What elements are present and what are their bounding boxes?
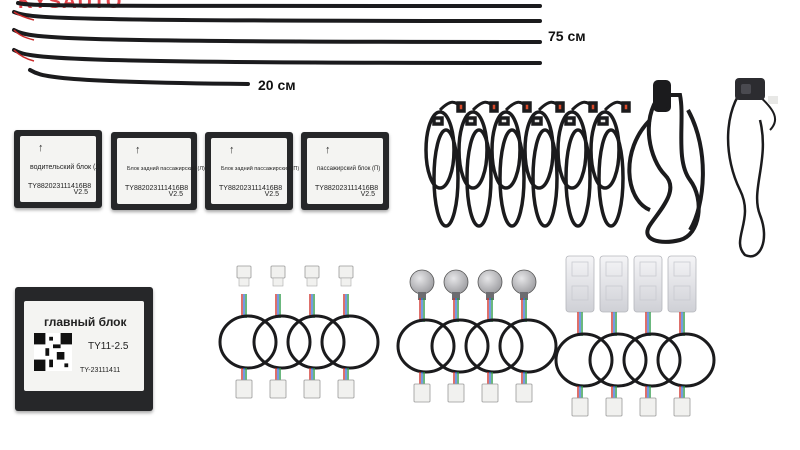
fiber-strip-long [12, 1, 542, 65]
module-version: V2.5 [168, 191, 183, 198]
door-module-rear-right: ↑ Блок задний пассажирский (П) TY8820231… [205, 132, 299, 210]
coiled-harness [589, 100, 631, 228]
module-sticker: ↑ Блок задний пассажирский (П) TY8820231… [211, 138, 299, 204]
qr-code-icon [34, 333, 72, 371]
door-module-driver: ↑ водительский блок (Л) TY882023111416B8… [14, 130, 102, 208]
module-version: V2.5 [73, 189, 88, 196]
main-module-model: TY11-2.5 [88, 341, 129, 352]
light-harness [588, 255, 648, 417]
module-sticker: ↑ Блок задний пассажирский (Л) TY8820231… [117, 138, 205, 204]
light-harness-row [218, 255, 716, 417]
module-serial: TY882023111416B8 [28, 183, 92, 190]
remote-switch-harness [726, 78, 778, 258]
light-harness [286, 265, 346, 399]
module-title: пассажирский блок (П) [317, 166, 381, 172]
coiled-harness [490, 100, 532, 228]
orientation-arrow-icon: ↑ [38, 142, 44, 154]
main-power-harness [627, 80, 705, 244]
module-version: V2.5 [360, 191, 375, 198]
module-sticker: ↑ водительский блок (Л) TY882023111416B8… [20, 136, 102, 202]
coiled-harness [523, 100, 565, 228]
light-harness [430, 269, 490, 403]
light-harness [252, 265, 312, 399]
module-title: Блок задний пассажирский (П) [221, 166, 300, 172]
light-harness [218, 265, 278, 399]
door-module-rear-left: ↑ Блок задний пассажирский (Л) TY8820231… [111, 132, 205, 210]
coiled-harnesses [424, 100, 631, 228]
fiber-strip-short [28, 68, 250, 86]
module-serial: TY882023111416B8 [315, 185, 379, 192]
light-harness [320, 265, 380, 399]
module-serial: TY882023111416B8 [219, 185, 283, 192]
light-harness [498, 269, 558, 403]
short-cable-label: 20 см [258, 77, 296, 93]
coiled-harness [424, 100, 466, 228]
door-module-passenger: ↑ пассажирский блок (П) TY882023111416B8… [301, 132, 389, 210]
orientation-arrow-icon: ↑ [229, 144, 235, 156]
module-version: V2.5 [264, 191, 279, 198]
main-module-title: главный блок [44, 315, 127, 329]
long-cable-label: 75 см [548, 28, 586, 44]
light-harness [396, 269, 456, 403]
coiled-harness [457, 100, 499, 228]
module-sticker: главный блок TY11-2.5 TY-23111411 [24, 301, 144, 391]
fiber-strip-long-wires [13, 11, 35, 62]
main-control-module: главный блок TY11-2.5 TY-23111411 [15, 287, 153, 411]
module-sticker: ↑ пассажирский блок (П) TY882023111416B8… [307, 138, 383, 204]
light-harness [656, 255, 716, 417]
module-serial: TY882023111416B8 [125, 185, 189, 192]
orientation-arrow-icon: ↑ [135, 144, 141, 156]
light-harness [554, 255, 614, 417]
main-module-serial: TY-23111411 [80, 367, 121, 374]
module-title: водительский блок (Л) [30, 164, 103, 171]
module-title: Блок задний пассажирский (Л) [127, 166, 205, 172]
coiled-harness [556, 100, 598, 228]
orientation-arrow-icon: ↑ [325, 144, 331, 156]
light-harness [622, 255, 682, 417]
light-harness [464, 269, 524, 403]
